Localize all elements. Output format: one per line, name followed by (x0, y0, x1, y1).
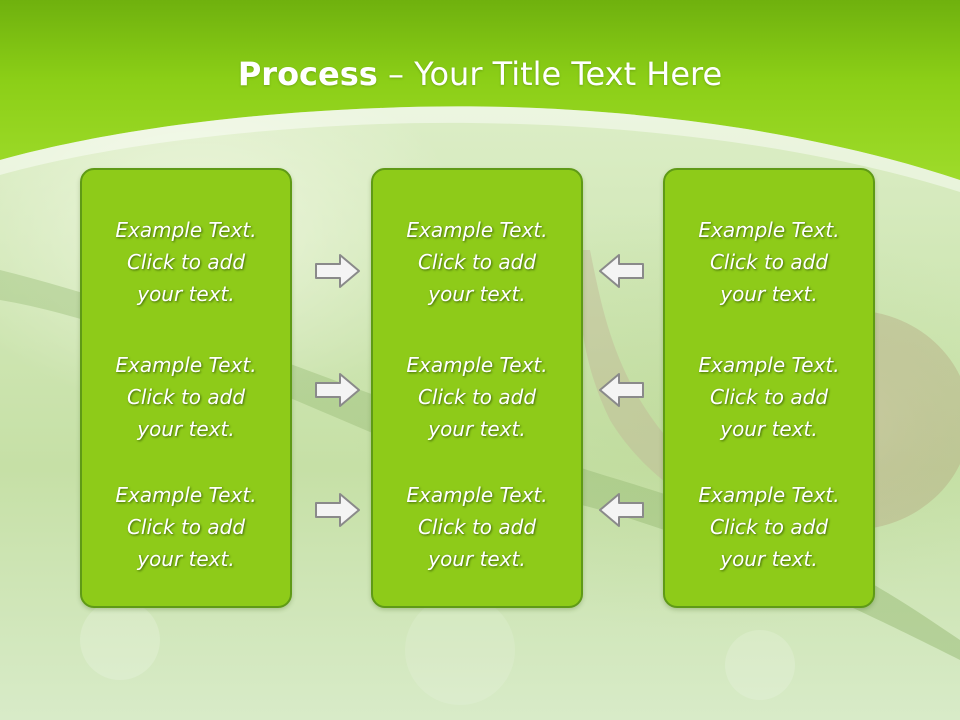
text-line: Example Text. (698, 483, 840, 507)
text-line: Click to add (126, 250, 246, 274)
left-arrow-icon[interactable] (596, 370, 646, 410)
text-placeholder[interactable]: Example Text. Click to add your text. (373, 214, 581, 310)
text-line: Example Text. (406, 483, 548, 507)
process-box-right[interactable]: Example Text. Click to add your text. Ex… (663, 168, 875, 608)
bokeh-dot (80, 600, 160, 680)
text-placeholder[interactable]: Example Text. Click to add your text. (373, 349, 581, 445)
left-arrow-icon[interactable] (596, 490, 646, 530)
text-line: your text. (428, 282, 526, 306)
page-title: Process – Your Title Text Here (0, 50, 960, 98)
right-arrow-icon[interactable] (313, 370, 363, 410)
header-band (0, 0, 960, 192)
text-placeholder[interactable]: Example Text. Click to add your text. (665, 479, 873, 575)
text-line: Example Text. (698, 353, 840, 377)
text-placeholder[interactable]: Example Text. Click to add your text. (82, 349, 290, 445)
text-line: Click to add (709, 385, 829, 409)
text-line: Example Text. (406, 218, 548, 242)
process-box-center[interactable]: Example Text. Click to add your text. Ex… (371, 168, 583, 608)
text-placeholder[interactable]: Example Text. Click to add your text. (82, 479, 290, 575)
title-rest: – Your Title Text Here (377, 55, 723, 93)
text-line: Example Text. (406, 353, 548, 377)
text-line: your text. (720, 282, 818, 306)
title-bold: Process (237, 55, 378, 93)
text-line: Click to add (709, 250, 829, 274)
right-arrow-icon[interactable] (313, 251, 363, 291)
bokeh-dot (725, 630, 795, 700)
text-line: Click to add (126, 385, 246, 409)
text-placeholder[interactable]: Example Text. Click to add your text. (373, 479, 581, 575)
text-line: Click to add (417, 515, 537, 539)
text-line: Example Text. (115, 483, 257, 507)
text-line: your text. (137, 417, 235, 441)
text-line: your text. (137, 547, 235, 571)
right-arrow-icon[interactable] (313, 490, 363, 530)
text-placeholder[interactable]: Example Text. Click to add your text. (82, 214, 290, 310)
text-placeholder[interactable]: Example Text. Click to add your text. (665, 214, 873, 310)
text-line: Click to add (417, 385, 537, 409)
text-line: your text. (428, 547, 526, 571)
left-arrow-icon[interactable] (596, 251, 646, 291)
text-placeholder[interactable]: Example Text. Click to add your text. (665, 349, 873, 445)
text-line: Example Text. (115, 218, 257, 242)
text-line: Click to add (417, 250, 537, 274)
text-line: Example Text. (698, 218, 840, 242)
text-line: your text. (720, 417, 818, 441)
text-line: your text. (428, 417, 526, 441)
text-line: Example Text. (115, 353, 257, 377)
bokeh-dot (405, 595, 515, 705)
text-line: Click to add (126, 515, 246, 539)
text-line: your text. (137, 282, 235, 306)
process-box-left[interactable]: Example Text. Click to add your text. Ex… (80, 168, 292, 608)
text-line: your text. (720, 547, 818, 571)
text-line: Click to add (709, 515, 829, 539)
